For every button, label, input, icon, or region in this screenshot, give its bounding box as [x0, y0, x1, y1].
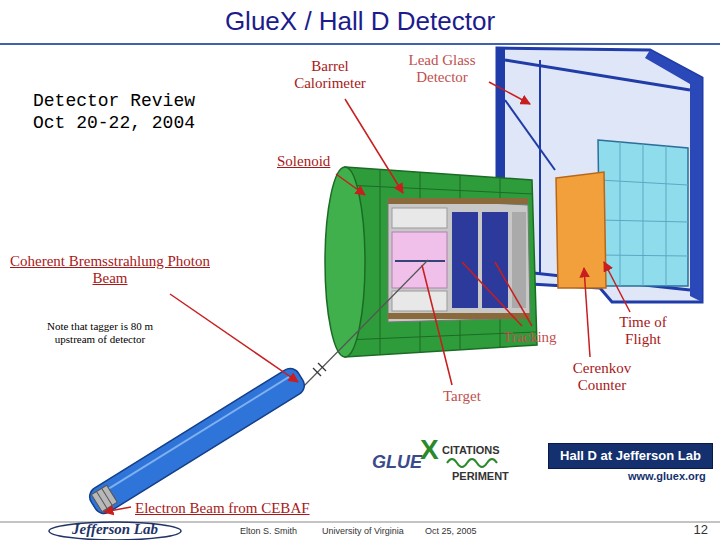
illustration-part: [388, 198, 528, 204]
illustration-part: [600, 255, 688, 256]
label-holder: X: [420, 434, 439, 466]
label-holder: 12: [668, 523, 708, 538]
illustration-part: [489, 82, 530, 104]
logo-text: GLUE: [372, 452, 422, 473]
illustration-part: [599, 220, 688, 222]
part-label: Barrel Calorimeter: [283, 58, 378, 93]
part-label: Coherent Bremsstrahlung Photon Beam: [10, 253, 210, 288]
box-text: Detector Review Oct 20-22, 2004: [33, 91, 205, 134]
label-holder: Cerenkov Counter: [557, 360, 647, 395]
label-holder: www.gluex.org: [628, 470, 706, 483]
slide-title: GlueX / Hall D Detector: [0, 6, 720, 37]
illustration-part: [539, 60, 541, 275]
beam-break: [313, 368, 321, 376]
illustration-part: [620, 142, 621, 286]
label-holder: Lead Glass Detector: [397, 52, 487, 87]
review-box: Detector Review Oct 20-22, 2004: [28, 86, 212, 142]
label-holder: PERIMENT: [452, 470, 509, 483]
page-number: 12: [668, 523, 708, 538]
logo-text: CITATIONS: [442, 444, 500, 457]
label-holder: Target: [443, 388, 481, 405]
illustration-part: [380, 170, 381, 355]
label-holder: Barrel Calorimeter: [283, 58, 378, 93]
beam-line: [300, 260, 428, 390]
label-holder: Note that tagger is 80 m upstream of det…: [44, 320, 156, 345]
logo-text: Jefferson Lab: [55, 521, 175, 538]
illustration-part: [170, 294, 298, 382]
logo-text: X: [420, 434, 439, 466]
url-text: www.gluex.org: [628, 470, 706, 483]
banner-box: Hall D at Jefferson Lab: [548, 443, 713, 469]
label-holder: Solenoid: [277, 153, 330, 170]
logo-swoosh: [49, 522, 181, 540]
part-label: Tracking: [503, 329, 557, 346]
illustration-part: [91, 485, 117, 511]
part-label: Target: [443, 388, 481, 405]
illustration-part: [666, 146, 667, 286]
illustration-part: [395, 260, 445, 262]
illustration-part: [104, 507, 131, 512]
title-rule: [0, 43, 720, 45]
logo-text: PERIMENT: [452, 470, 509, 483]
footer-text: University of Virginia: [322, 526, 404, 536]
part-label: Cerenkov Counter: [557, 360, 647, 395]
illustration-part: [102, 488, 113, 505]
illustration-part: [325, 167, 365, 357]
illustration-part: [495, 262, 532, 326]
logo-wave: [447, 459, 497, 467]
label-holder: Elton S. Smith: [240, 526, 297, 536]
illustration-part: [392, 232, 447, 288]
label-holder: CITATIONS: [442, 444, 500, 457]
illustration-part: [100, 377, 289, 494]
solenoid-magnet: [325, 167, 537, 357]
beam-break: [318, 363, 326, 371]
label-holder: Time of Flight: [608, 314, 678, 349]
illustration-part: [643, 144, 644, 286]
illustration-part: [388, 198, 530, 322]
illustration-part: [336, 174, 365, 195]
tagger-magnet: [86, 365, 308, 517]
illustration-part: [422, 265, 452, 385]
illustration-part: [599, 180, 688, 185]
illustration-part: [584, 268, 590, 357]
label-holder: Electron Beam from CEBAF: [135, 500, 310, 517]
footer-text: Elton S. Smith: [240, 526, 297, 536]
label-holder: Jefferson Lab: [55, 521, 175, 538]
label-holder: Oct 25, 2005: [425, 526, 477, 536]
illustration-part: [392, 291, 447, 311]
label-holder: Coherent Bremsstrahlung Photon Beam: [10, 253, 210, 288]
lead-glass-wall: [598, 140, 688, 286]
box-text: Hall D at Jefferson Lab: [553, 448, 708, 464]
part-label: Electron Beam from CEBAF: [135, 500, 310, 517]
illustration-part: [345, 99, 403, 193]
cerenkov-box: [556, 172, 606, 288]
part-label: Time of Flight: [608, 314, 678, 349]
footer-text: Oct 25, 2005: [425, 526, 477, 536]
illustration-part: [452, 212, 478, 308]
illustration-part: [345, 185, 533, 194]
illustration-part: [505, 100, 555, 170]
illustration-part: [505, 60, 690, 90]
part-label: Lead Glass Detector: [397, 52, 487, 87]
illustration-part: [392, 208, 447, 228]
illustration-part: [345, 167, 537, 357]
note-text: Note that tagger is 80 m upstream of det…: [44, 320, 156, 345]
label-holder: University of Virginia: [322, 526, 404, 536]
part-label: Solenoid: [277, 153, 330, 170]
illustration-part: [388, 313, 530, 319]
illustration-part: [598, 140, 688, 286]
illustration-part: [604, 262, 630, 312]
illustration-part: [86, 365, 308, 517]
label-holder: Tracking: [503, 329, 557, 346]
illustration-part: [482, 212, 508, 308]
label-holder: GLUE: [372, 452, 422, 473]
